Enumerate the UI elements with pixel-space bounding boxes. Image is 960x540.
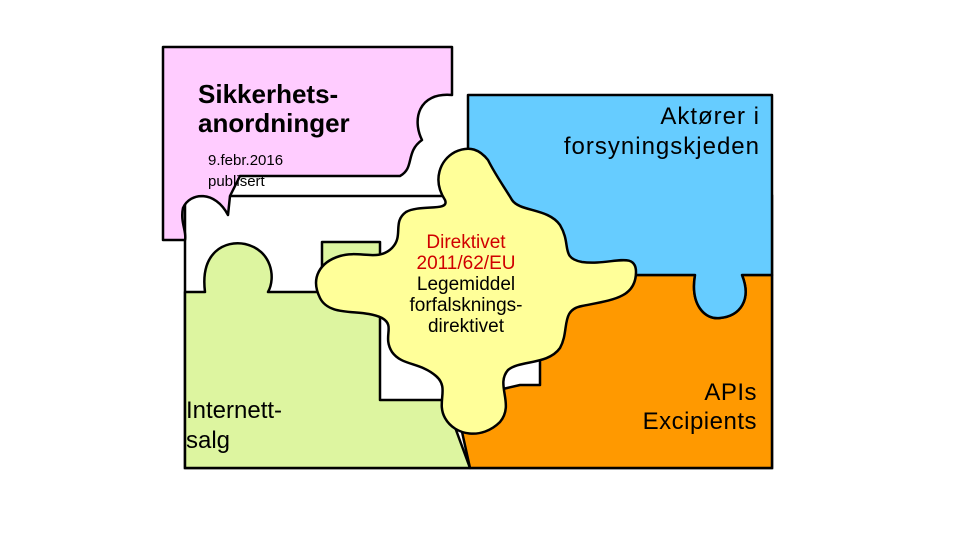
- blue-title-line2: forsyningskjeden: [564, 132, 760, 162]
- pink-piece-title: Sikkerhets- anordninger: [198, 80, 350, 138]
- center-line2: 2011/62/EU: [376, 253, 556, 274]
- center-line4: forfalsknings-: [376, 295, 556, 316]
- blue-piece-title: Aktører i forsyningskjeden: [564, 102, 760, 162]
- orange-title-line1: APIs: [643, 378, 757, 407]
- pink-title-line1: Sikkerhets-: [198, 80, 350, 109]
- center-line3: Legemiddel: [376, 274, 556, 295]
- pink-title-line2: anordninger: [198, 109, 350, 138]
- orange-title-line2: Excipients: [643, 407, 757, 436]
- pink-piece-note: 9.febr.2016 publisert: [208, 150, 283, 192]
- pink-note-line1: 9.febr.2016: [208, 150, 283, 171]
- center-line1: Direktivet: [376, 232, 556, 253]
- blue-title-line1: Aktører i: [564, 102, 760, 132]
- green-title-line1: Internett-: [186, 396, 282, 426]
- center-piece-text: Direktivet 2011/62/EU Legemiddel forfals…: [376, 232, 556, 337]
- center-line5: direktivet: [376, 316, 556, 337]
- orange-piece-title: APIs Excipients: [643, 378, 757, 436]
- green-piece-title: Internett- salg: [186, 396, 282, 456]
- pink-note-line2: publisert: [208, 171, 283, 192]
- green-title-line2: salg: [186, 426, 282, 456]
